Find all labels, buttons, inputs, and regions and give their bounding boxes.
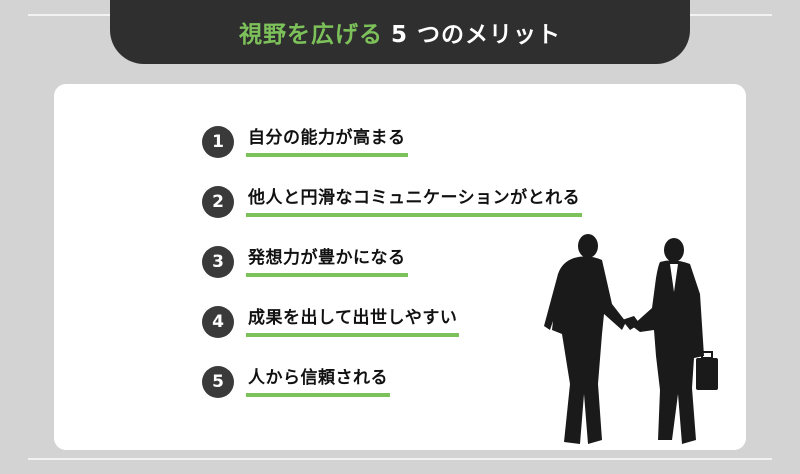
- handshake-silhouette-icon: [544, 234, 718, 444]
- number-badge: 5: [202, 366, 234, 398]
- bottom-divider: [28, 458, 772, 460]
- merit-label: 自分の能力が高まる: [246, 127, 408, 157]
- number-badge: 4: [202, 306, 234, 338]
- merit-label: 他人と円滑なコミュニケーションがとれる: [246, 187, 583, 217]
- header-banner: 視野を広げる 5 つのメリット: [110, 0, 690, 64]
- list-item: 5 人から信頼される: [202, 366, 390, 398]
- number-badge: 3: [202, 246, 234, 278]
- number-badge: 2: [202, 186, 234, 218]
- list-item: 2 他人と円滑なコミュニケーションがとれる: [202, 186, 583, 218]
- merit-label: 人から信頼される: [246, 367, 390, 397]
- title-rest: 5 つのメリット: [390, 22, 561, 48]
- merit-label: 成果を出して出世しやすい: [246, 307, 460, 337]
- list-item: 1 自分の能力が高まる: [202, 126, 408, 158]
- content-card: 1 自分の能力が高まる 2 他人と円滑なコミュニケーションがとれる 3 発想力が…: [54, 84, 746, 450]
- number-badge: 1: [202, 126, 234, 158]
- list-item: 4 成果を出して出世しやすい: [202, 306, 460, 338]
- merit-label: 発想力が豊かになる: [246, 247, 408, 277]
- title-accent: 視野を広げる: [238, 22, 383, 48]
- list-item: 3 発想力が豊かになる: [202, 246, 408, 278]
